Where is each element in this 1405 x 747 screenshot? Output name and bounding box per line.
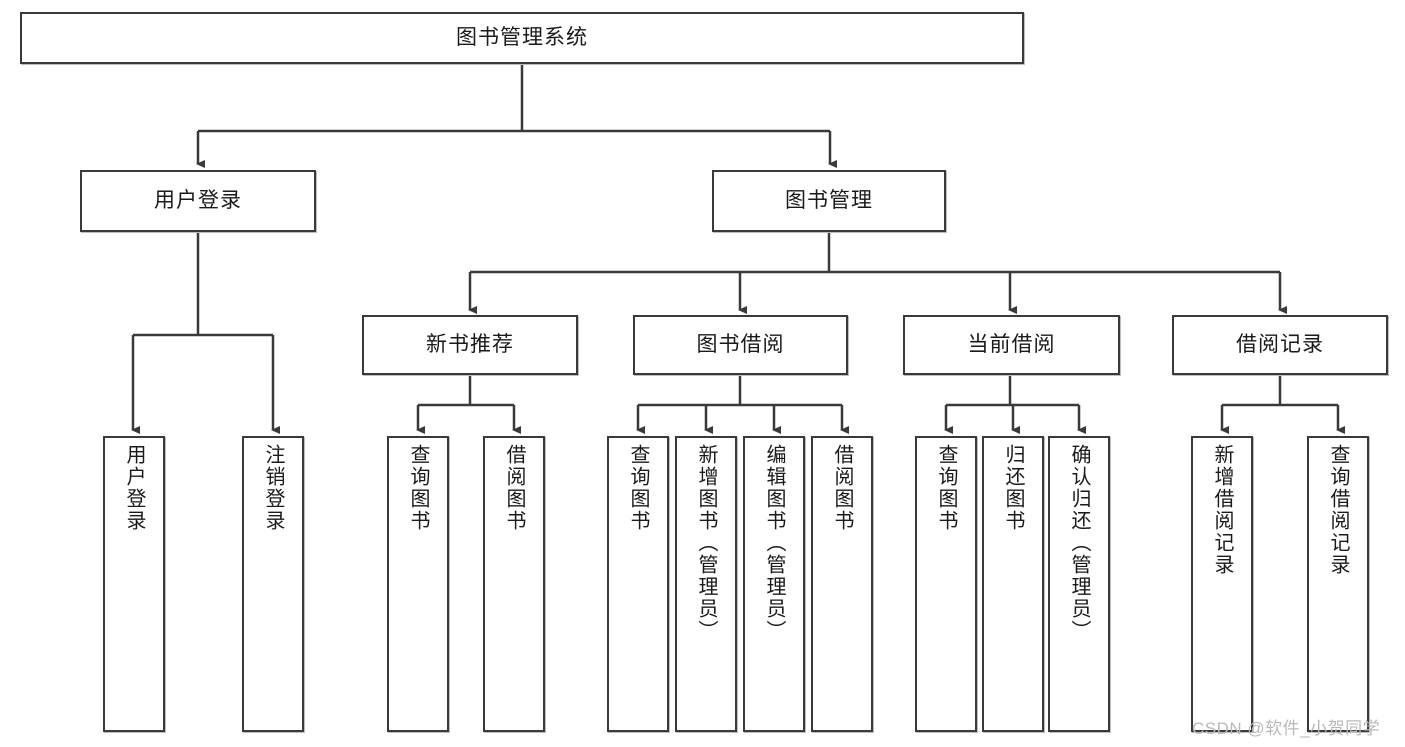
node-root-label: 图书管理系统 (456, 25, 588, 49)
leaf-query-book-recommend-label: 查询图书 (407, 444, 429, 532)
leaf-borrow-book[interactable]: 借阅图书 (811, 436, 873, 732)
leaf-user-login[interactable]: 用户登录 (103, 436, 165, 732)
node-root[interactable]: 图书管理系统 (20, 12, 1024, 64)
leaf-confirm-return-admin[interactable]: 确认归还（管理员） (1048, 436, 1110, 732)
leaf-return-book[interactable]: 归还图书 (982, 436, 1044, 732)
leaf-add-book-admin[interactable]: 新增图书（管理员） (675, 436, 737, 732)
node-current-borrow[interactable]: 当前借阅 (903, 315, 1120, 375)
node-current-borrow-label: 当前借阅 (967, 332, 1056, 356)
leaf-logout[interactable]: 注销登录 (242, 436, 304, 732)
node-borrow-records[interactable]: 借阅记录 (1172, 315, 1388, 375)
leaf-query-book-borrow[interactable]: 查询图书 (607, 436, 669, 732)
leaf-query-book-current-label: 查询图书 (935, 444, 957, 532)
leaf-logout-label: 注销登录 (262, 444, 284, 532)
leaf-add-book-admin-label: 新增图书（管理员） (695, 444, 717, 642)
node-user-login-label: 用户登录 (154, 188, 242, 212)
leaf-borrow-book-label: 借阅图书 (831, 444, 853, 532)
leaf-add-borrow-record-label: 新增借阅记录 (1211, 444, 1233, 576)
leaf-query-book-current[interactable]: 查询图书 (915, 436, 977, 732)
node-book-management[interactable]: 图书管理 (712, 170, 946, 232)
node-user-login[interactable]: 用户登录 (80, 170, 316, 232)
leaf-confirm-return-admin-label: 确认归还（管理员） (1068, 444, 1090, 642)
leaf-borrow-book-recommend[interactable]: 借阅图书 (483, 436, 545, 732)
leaf-return-book-label: 归还图书 (1002, 444, 1024, 532)
leaf-borrow-book-recommend-label: 借阅图书 (503, 444, 525, 532)
node-new-book-recommend-label: 新书推荐 (426, 332, 514, 356)
leaf-add-borrow-record[interactable]: 新增借阅记录 (1191, 436, 1253, 732)
node-new-book-recommend[interactable]: 新书推荐 (362, 315, 578, 375)
leaf-user-login-label: 用户登录 (123, 444, 145, 532)
leaf-query-book-borrow-label: 查询图书 (627, 444, 649, 532)
node-borrow-records-label: 借阅记录 (1236, 332, 1324, 356)
watermark: CSDN @软件_小贺同学 (1192, 719, 1381, 738)
leaf-query-book-recommend[interactable]: 查询图书 (387, 436, 449, 732)
leaf-query-borrow-record-label: 查询借阅记录 (1327, 444, 1349, 576)
leaf-query-borrow-record[interactable]: 查询借阅记录 (1307, 436, 1369, 732)
node-book-management-label: 图书管理 (785, 188, 873, 212)
node-book-borrow-label: 图书借阅 (696, 332, 785, 356)
leaf-edit-book-admin[interactable]: 编辑图书（管理员） (743, 436, 805, 732)
leaf-edit-book-admin-label: 编辑图书（管理员） (763, 444, 785, 642)
node-book-borrow[interactable]: 图书借阅 (633, 315, 848, 375)
